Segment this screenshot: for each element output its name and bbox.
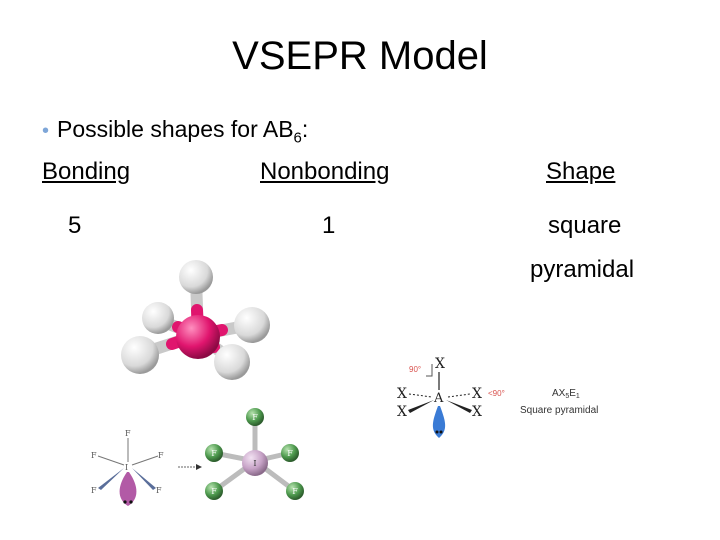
atom-x-top: X [435,356,445,372]
fluorine-atom-icon [286,482,304,500]
f-left-bottom-label: F [91,486,97,495]
angle-label-2: <90° [488,389,505,398]
bullet-subscript: 6 [293,129,302,147]
f-right-label: F [158,451,164,460]
atom-x-right-front: X [472,404,482,420]
header-shape: Shape [546,158,616,185]
outer-atom-icon [179,260,213,294]
ball-and-stick-model [121,260,270,380]
ax5e1-diagram: X X X X X A 90° <90° AX5E1 Square pyrami… [397,356,598,438]
fluorine-atom-icon [205,444,223,462]
i-label: I [125,463,128,472]
formula-label: AX5E1 [552,388,580,400]
f-right-bottom-label: F [156,486,162,495]
f-label: F [287,449,293,458]
fluorine-atom-icon [205,482,223,500]
f-label: F [292,487,298,496]
angle-label: 90° [409,365,421,374]
arrow-icon [178,464,202,470]
lone-pair-icon [119,472,137,506]
central-atom-icon [176,315,220,359]
header-nonbonding: Nonbonding [260,158,390,185]
f-label: F [211,487,217,496]
outer-atom-icon [234,307,270,343]
lewis-structure-diagram: F F F F F I [91,429,164,506]
bullet-text: Possible shapes for AB [57,116,294,142]
value-bonding: 5 [68,212,82,239]
atom-x-left-front: X [397,404,407,420]
outer-atom-icon [142,302,174,334]
iodine-atom-icon [242,450,268,476]
value-shape-line2: pyramidal [530,256,635,283]
fluorine-atom-icon [246,408,264,426]
outer-atom-icon [214,344,250,380]
fluorine-atom-icon [281,444,299,462]
f-top-label: F [125,429,131,438]
shape-caption: Square pyramidal [520,405,598,416]
atom-x-left-back: X [397,386,407,402]
bullet-suffix: : [301,116,309,142]
f-label: F [211,449,217,458]
lone-pair-icon [432,406,446,438]
atom-x-right-back: X [472,386,482,402]
value-nonbonding: 1 [322,212,336,239]
bullet-dot-icon: • [42,120,50,142]
slide-title: VSEPR Model [232,34,488,78]
f-label: F [252,413,258,422]
i-label: I [253,459,256,468]
colored-ball-model: F F F F F I [205,408,304,500]
value-shape-line1: square [548,212,622,239]
outer-atom-icon [121,336,159,374]
bullet-item: • Possible shapes for AB6: [42,116,308,147]
f-left-label: F [91,451,97,460]
atom-a: A [433,391,444,406]
header-bonding: Bonding [42,158,131,185]
